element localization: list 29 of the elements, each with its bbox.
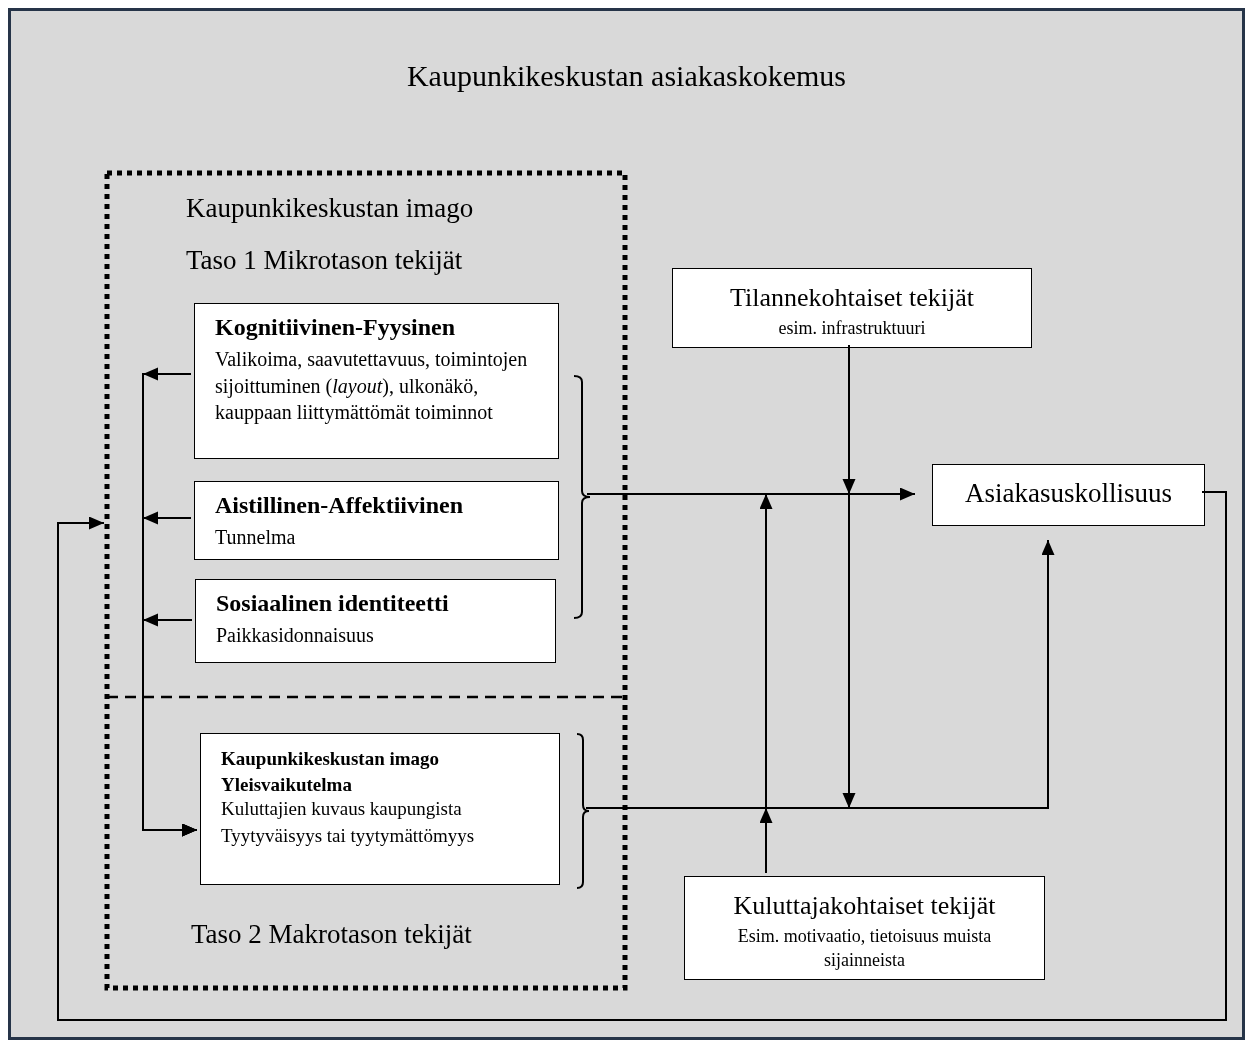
box-heading: Kuluttajakohtaiset tekijät [732,891,997,921]
box-text: Tunnelma [215,525,297,550]
box-text: esim. infrastruktuuri [777,317,927,340]
factor-box [194,481,559,560]
box-heading: Sosiaalinen identiteetti [216,590,449,617]
box-text: Kuluttajien kuvaus kaupungista [221,798,462,820]
bracket [574,375,590,619]
panel-heading: Kaupunkikeskustan asiakaskokemus [405,59,848,93]
factor-box [200,733,560,885]
box-heading: Kognitiivinen-Fyysinen [215,314,456,341]
box-text: Valikoima, saavutettavuus, toimintojen sijoittuminen (layout), ulkonäkö, kauppaan liittymättömät toiminnot [215,347,529,426]
dotted-frame [107,173,625,988]
factor-box [684,876,1045,980]
factor-box [195,579,556,663]
outcome-box [932,464,1205,526]
frame-heading: Kaupunkikeskustan imago [186,193,474,224]
factor-box [194,303,559,459]
outer-panel [8,8,1245,1040]
box-heading: Tilannekohtaiset tekijät [729,283,975,313]
factor-box [672,268,1032,348]
box-text: Tyytyväisyys tai tyytymättömyys [221,825,475,847]
bracket [577,733,589,889]
box-heading: Aistillinen-Affektiivinen [215,492,463,519]
section-heading: Taso 2 Makrotason tekijät [191,919,472,950]
box-heading: Asiakasuskollisuus [964,478,1173,509]
box-heading: Kaupunkikeskustan imago Yleisvaikutelma [221,747,441,797]
box-text: Paikkasidonnaisuus [216,623,375,648]
box-text: Esim. motivaatio, tietoisuus muista sijainneista [736,925,993,972]
section-heading: Taso 1 Mikrotason tekijät [186,245,463,276]
